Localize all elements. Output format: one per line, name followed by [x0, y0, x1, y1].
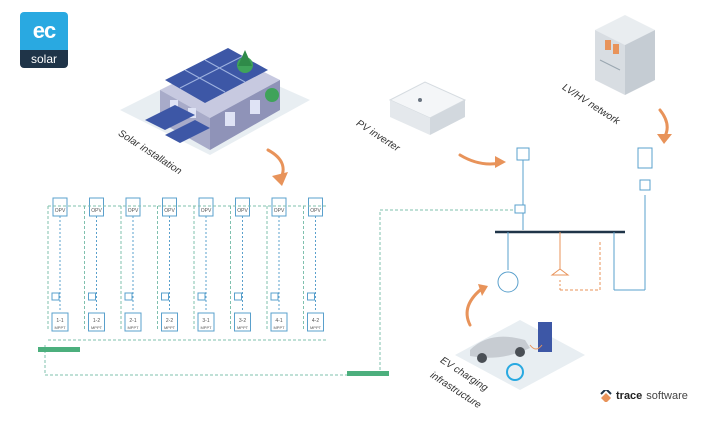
mppt-box: [161, 312, 178, 332]
string-fuse: [124, 292, 133, 301]
mppt-label: MPPT: [54, 325, 66, 330]
mppt-box: [124, 312, 142, 332]
mppt-label: MPPT: [200, 325, 212, 330]
single-line-diagram: [495, 147, 653, 293]
logo-top: ec: [20, 12, 68, 50]
string-fuse: [270, 292, 279, 301]
string-fuse: [197, 292, 206, 301]
pv-module-label: OPV: [201, 208, 212, 214]
pv-strings: OPV1-1MPPTOPV1-2MPPTOPV2-1MPPTOPV2-2MPPT…: [47, 197, 328, 341]
string-fuse: [307, 292, 315, 301]
mppt-box: [234, 312, 251, 332]
pv-module-label: OPV: [55, 208, 66, 214]
arrow-inverter-to-grid: [458, 153, 502, 166]
mppt-box: [88, 312, 105, 332]
mppt-label: MPPT: [91, 325, 103, 330]
string-fuse: [161, 292, 169, 301]
mppt-id: 3-1: [202, 318, 209, 324]
string-fuse: [51, 292, 60, 301]
trace-logo-icon: [600, 387, 612, 403]
brand-part1: trace: [616, 390, 643, 402]
mppt-box: [307, 312, 324, 332]
pv-inverter-illustration: [388, 81, 467, 135]
string-fuse: [234, 292, 242, 301]
ev-charging-illustration: [455, 320, 585, 390]
logo-bottom: solar: [20, 50, 68, 68]
wiring: [38, 209, 515, 376]
dc-combiner-bar-1: [38, 347, 80, 352]
mppt-label: MPPT: [127, 325, 139, 330]
mppt-box: [197, 312, 215, 332]
pv-module-label: OPV: [128, 208, 139, 214]
mppt-label: MPPT: [310, 325, 322, 330]
mppt-box: [51, 312, 69, 332]
pv-module-label: OPV: [237, 208, 248, 214]
mppt-id: 3-2: [239, 318, 246, 324]
mppt-id: 1-1: [56, 318, 63, 324]
mppt-label: MPPT: [273, 325, 285, 330]
solar-installation-illustration: [120, 48, 310, 155]
pv-module-label: OPV: [91, 208, 102, 214]
dc-combiner-bar-2: [347, 371, 389, 376]
mppt-id: 4-2: [312, 318, 319, 324]
mppt-label: MPPT: [164, 325, 176, 330]
mppt-label: MPPT: [237, 325, 249, 330]
pv-module-label: OPV: [274, 208, 285, 214]
mppt-id: 2-2: [166, 318, 173, 324]
brand-part2: software: [646, 390, 688, 402]
pv-module-label: OPV: [310, 208, 321, 214]
ec-solar-logo: ec solar: [20, 12, 68, 68]
flow-arrows: [266, 108, 672, 327]
string-fuse: [88, 292, 96, 301]
mppt-id: 1-2: [93, 318, 100, 324]
mppt-id: 4-1: [275, 318, 282, 324]
arrow-network-to-grid: [658, 108, 669, 140]
pv-module-label: OPV: [164, 208, 175, 214]
mppt-id: 2-1: [129, 318, 136, 324]
trace-software-logo: trace software: [600, 387, 688, 403]
lv-hv-cabinet-illustration: [595, 15, 655, 95]
mppt-box: [270, 312, 288, 332]
